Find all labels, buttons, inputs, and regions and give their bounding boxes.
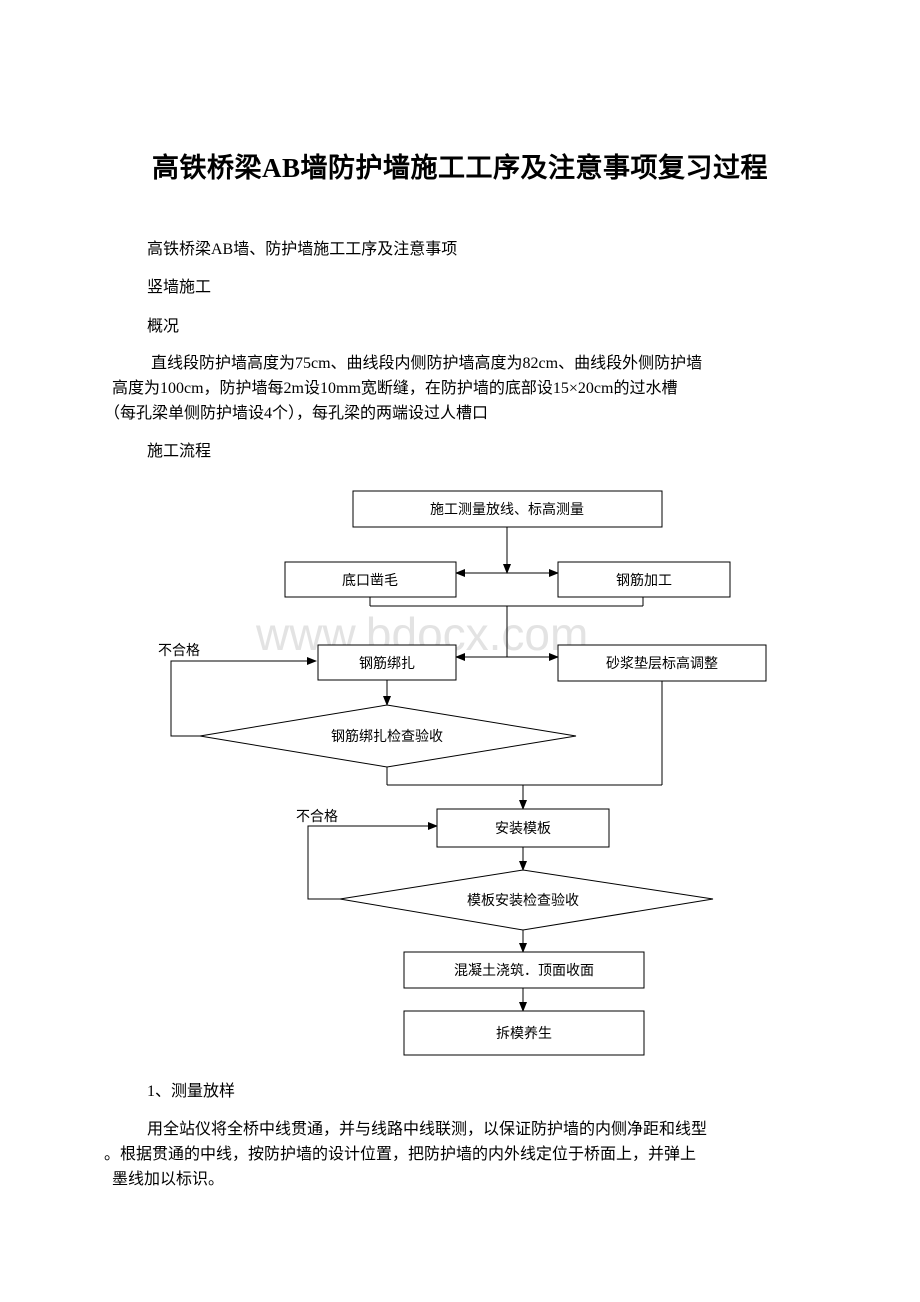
step-mortar-leveling-label: 砂浆垫层标高调整	[606, 655, 718, 672]
step-demold-cure-box	[403, 1010, 645, 1056]
step-formwork-inspection-label: 模板安装检查验收	[467, 893, 579, 909]
step-install-formwork-box	[436, 808, 610, 848]
step-demold-cure-label: 拆模养生	[496, 1026, 552, 1042]
section-heading-vertical-wall: 竖墙施工	[147, 279, 212, 296]
step-rebar-binding-box	[317, 644, 457, 681]
step-chiseling-label: 底口凿毛	[342, 573, 398, 589]
step-install-formwork-label: 安装模板	[495, 821, 551, 837]
subtitle: 高铁桥梁AB墙、防护墙施工工序及注意事项	[147, 241, 458, 258]
overview-paragraph-line: （每孔梁单侧防护墙设4个），每孔梁的两端设过人槽口	[104, 405, 489, 422]
step-concrete-label: 混凝土浇筑．顶面收面	[454, 963, 594, 979]
step-rebar-processing-box	[557, 561, 731, 598]
fail-label-formwork: 不合格	[296, 809, 338, 825]
survey-paragraph-line: 用全站仪将全桥中线贯通，并与线路中线联测，以保证防护墙的内侧净距和线型	[147, 1121, 708, 1138]
survey-paragraph-line: 。根据贯通的中线，按防护墙的设计位置，把防护墙的内外线定位于桥面上，并弹上	[104, 1146, 697, 1163]
step-survey-box	[352, 490, 663, 528]
step-rebar-processing-label: 钢筋加工	[616, 572, 672, 589]
step-rebar-binding-label: 钢筋绑扎	[359, 655, 415, 672]
fail-label-rebar: 不合格	[158, 643, 200, 659]
decision-rebar-inspection	[199, 704, 577, 768]
overview-paragraph-line: 直线段防护墙高度为75cm、曲线段内侧防护墙高度为82cm、曲线段外侧防护墙	[151, 355, 703, 372]
step-mortar-leveling-box	[557, 644, 767, 682]
section-heading-overview: 概况	[147, 318, 180, 335]
survey-paragraph-line: 墨线加以标识。	[112, 1171, 225, 1188]
document-title: 高铁桥梁AB墙防护墙施工工序及注意事项复习过程	[151, 153, 768, 183]
step-chiseling-box	[284, 561, 457, 598]
step-concrete-box	[403, 951, 645, 989]
step-survey-label: 施工测量放线、标高测量	[430, 501, 584, 518]
decision-formwork-inspection	[339, 869, 714, 931]
overview-paragraph-line: 高度为100cm，防护墙每2m设10mm宽断缝，在防护墙的底部设15×20cm的…	[112, 380, 678, 397]
fail-loop-connector	[170, 657, 317, 737]
step-rebar-inspection-label: 钢筋绑扎检查验收	[331, 728, 443, 745]
fail-loop-connector	[307, 822, 438, 900]
section-heading-survey: 1、测量放样	[147, 1083, 236, 1100]
section-heading-process: 施工流程	[147, 443, 212, 460]
